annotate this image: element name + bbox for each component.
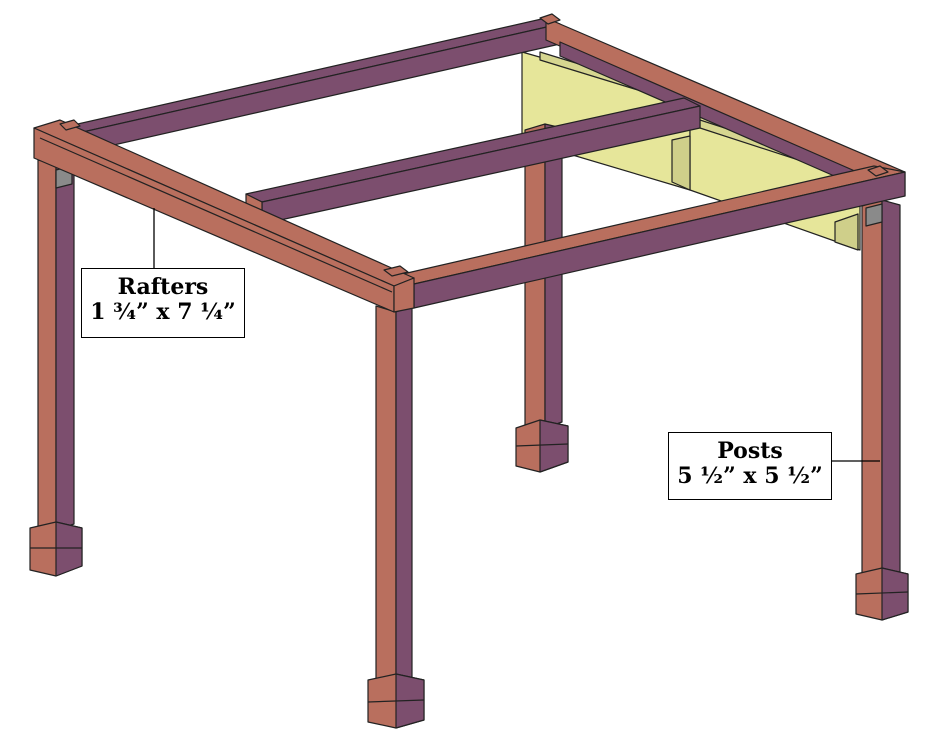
beam-front-left xyxy=(33,119,415,313)
beam-back-right xyxy=(545,17,906,197)
rafters-callout-dimensions: 1 ¾” x 7 ¼” xyxy=(90,299,236,325)
post-right xyxy=(855,199,909,621)
joint-caps xyxy=(59,13,889,277)
rafters-callout-title: Rafters xyxy=(117,274,209,300)
posts-callout-dimensions: 5 ½” x 5 ½” xyxy=(677,463,823,489)
post-left xyxy=(29,157,83,577)
rafters-callout: Rafters 1 ¾” x 7 ¼” xyxy=(81,268,245,338)
posts-callout-title: Posts xyxy=(717,438,783,464)
beam-back-left xyxy=(59,17,561,155)
post-front xyxy=(367,305,425,729)
post-back-right xyxy=(515,123,569,473)
posts-callout: Posts 5 ½” x 5 ½” xyxy=(668,432,832,500)
